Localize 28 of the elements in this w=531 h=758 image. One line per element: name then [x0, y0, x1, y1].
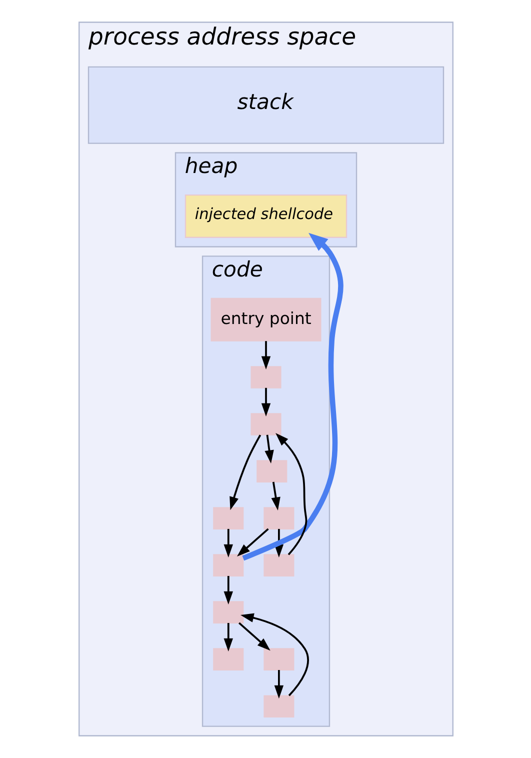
arrow — [264, 434, 274, 464]
node-box: stack — [87, 66, 444, 144]
node-box — [250, 413, 281, 436]
arrow — [229, 434, 261, 510]
arrow — [238, 622, 270, 651]
node-box — [212, 554, 244, 576]
node-box — [256, 460, 287, 482]
arrow — [223, 528, 232, 558]
arrow — [274, 670, 284, 699]
node-box — [212, 507, 244, 530]
node-box — [263, 648, 294, 670]
node-box — [263, 695, 294, 718]
node-box — [250, 366, 281, 388]
node-box — [212, 648, 244, 670]
node-box: entry point — [210, 298, 321, 342]
node-box: injected shellcode — [184, 194, 347, 238]
arrow — [260, 388, 270, 416]
arrow — [260, 341, 270, 370]
arrow — [240, 613, 308, 696]
arrow — [223, 622, 232, 652]
arrow — [236, 528, 268, 557]
arrow — [242, 232, 343, 561]
arrow — [275, 433, 307, 556]
node-box — [263, 554, 294, 576]
node-box — [212, 601, 244, 624]
node-box — [263, 507, 294, 530]
arrow — [270, 482, 280, 510]
arrow — [223, 576, 232, 605]
